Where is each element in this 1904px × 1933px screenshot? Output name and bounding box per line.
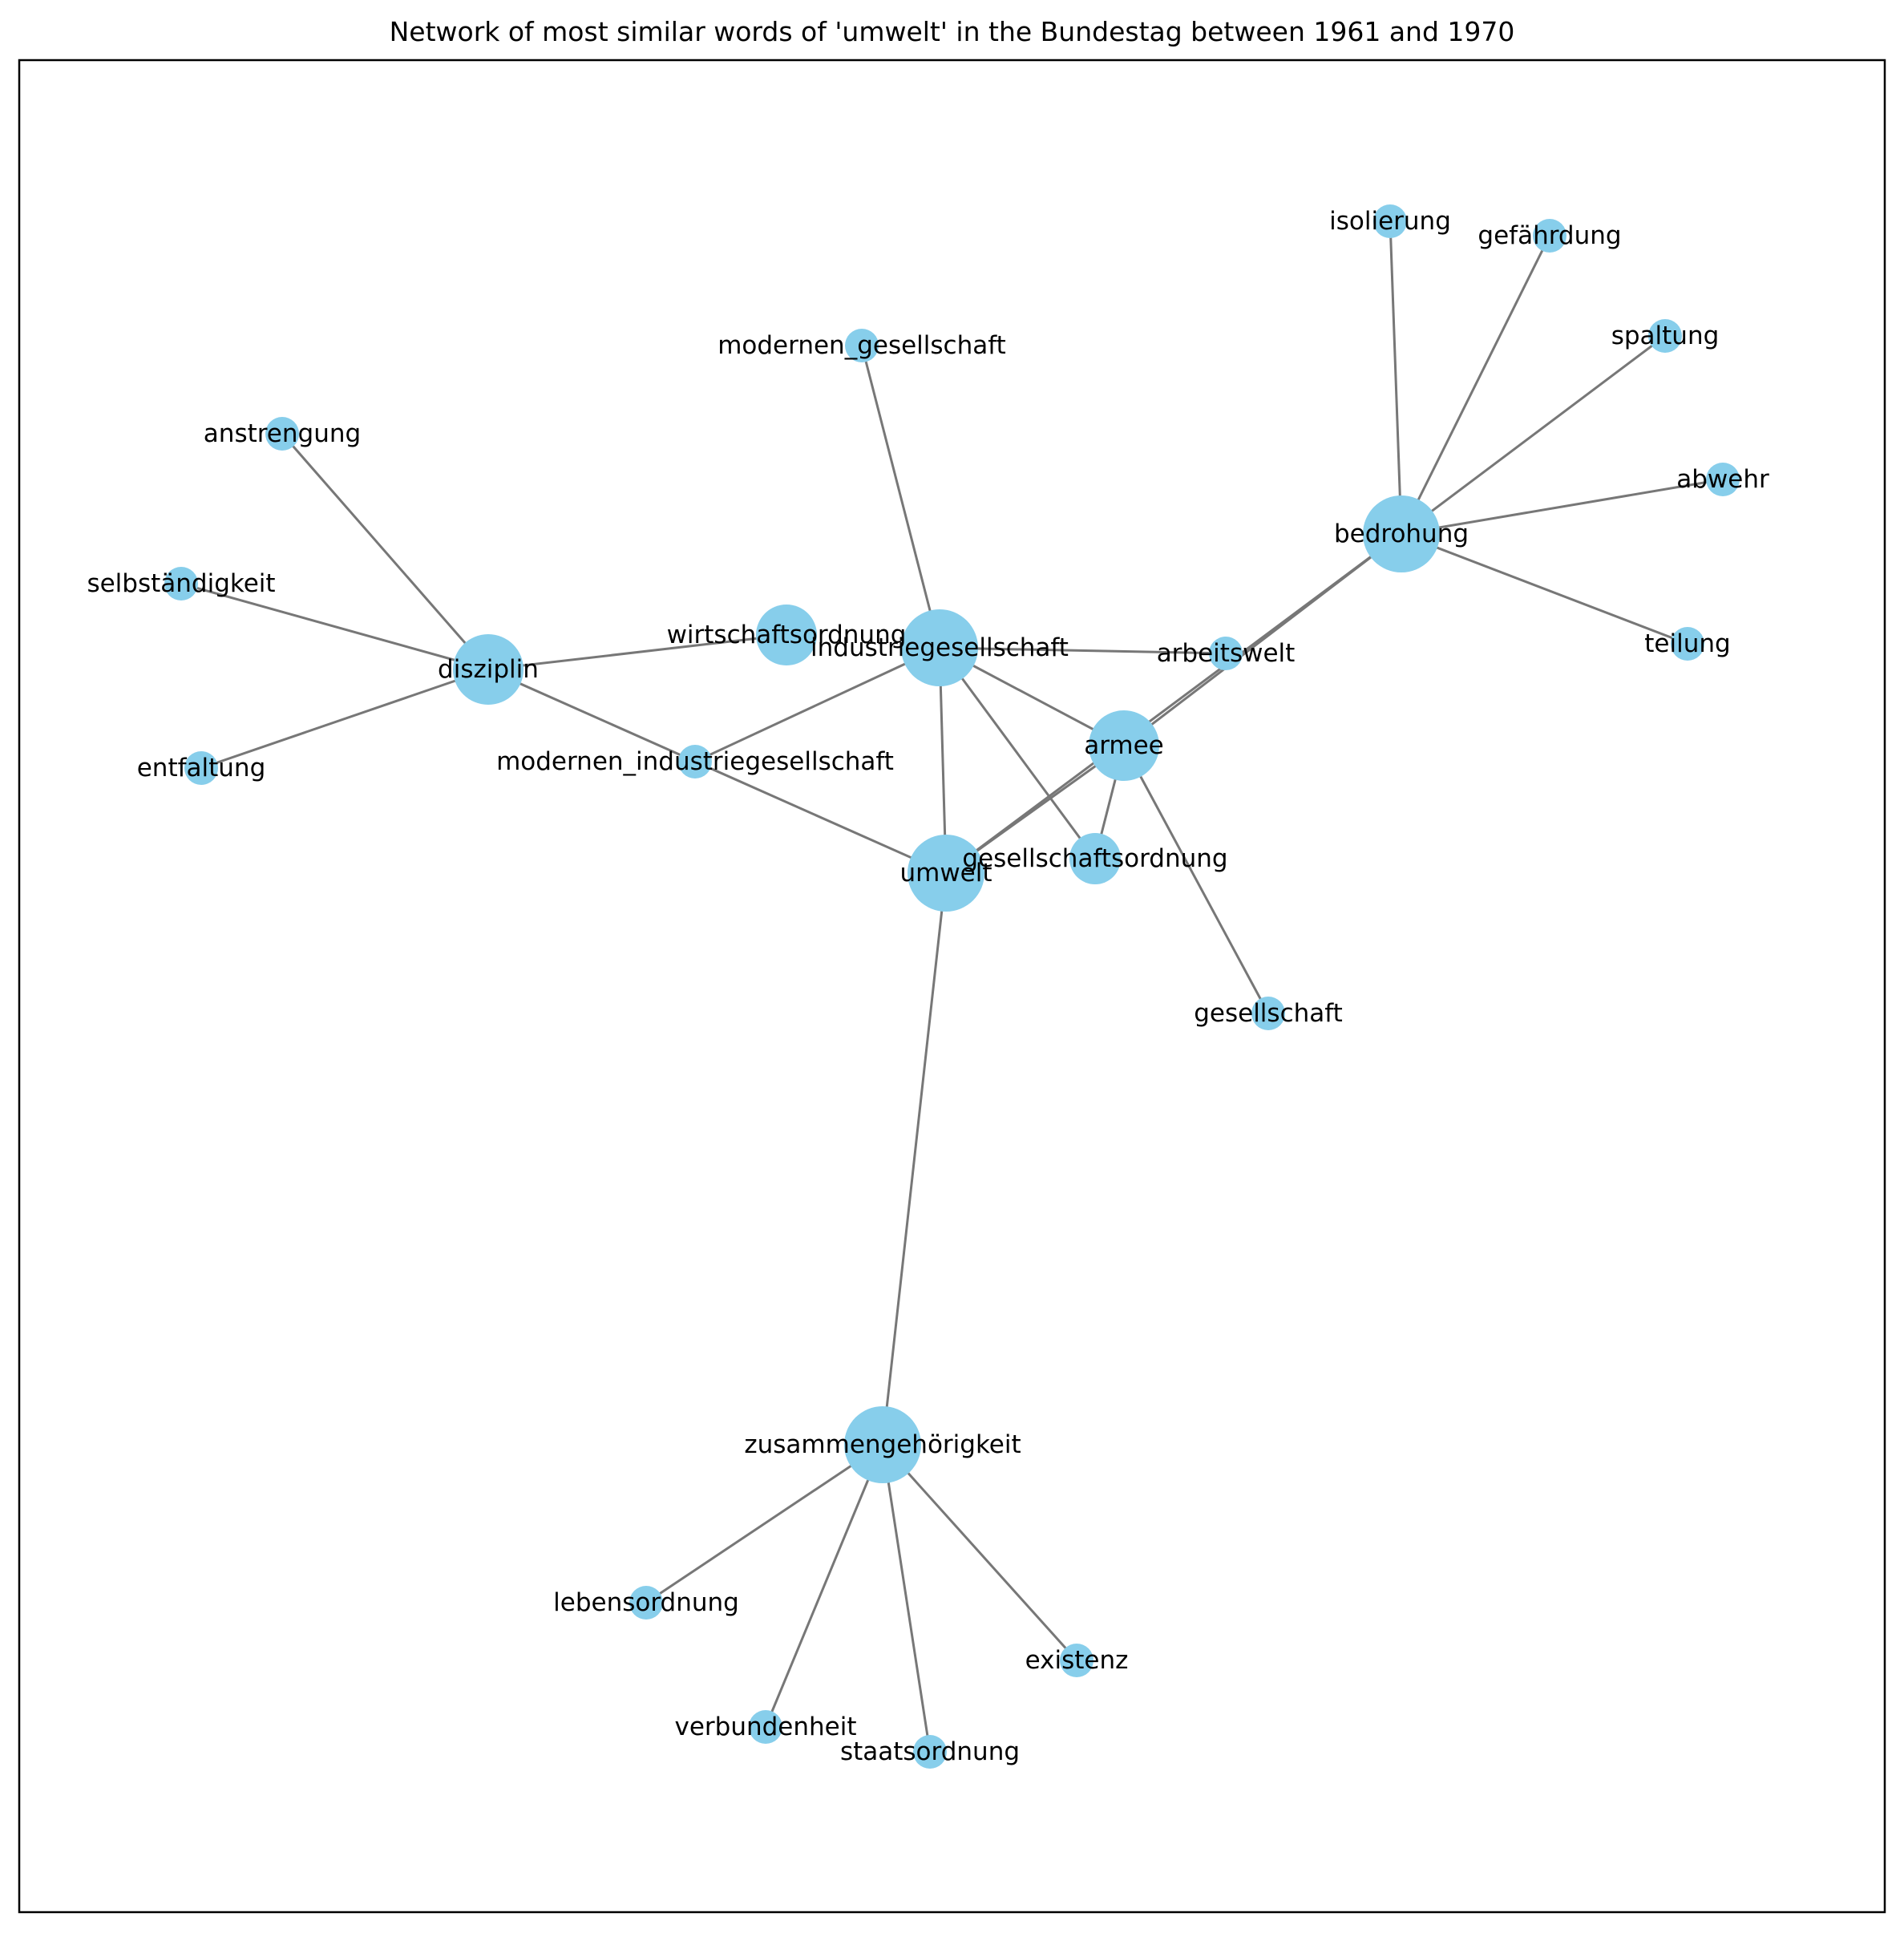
edge-umwelt-disziplin (487, 668, 947, 875)
edge-industriegesellschaft-gesellschaftsordnung (938, 647, 1097, 859)
edge-armee-gesellschaft (1122, 745, 1270, 1014)
edge-disziplin-anstrengung (281, 433, 490, 670)
node-label-arbeitswelt: arbeitswelt (1157, 639, 1296, 668)
node-modernen_industriegesellschaft (678, 745, 712, 778)
node-zusammengehoerigkeit (844, 1406, 921, 1483)
edge-industriegesellschaft-modernen_gesellschaft (860, 345, 941, 649)
node-bedrohung (1363, 495, 1440, 572)
edge-bedrohung-isolierung (1389, 220, 1403, 535)
node-label-lebensordnung: lebensordnung (553, 1588, 739, 1617)
edge-industriegesellschaft-modernen_industriegesellschaft (694, 646, 940, 763)
node-label-industriegesellschaft: industriegesellschaft (811, 633, 1069, 662)
node-gesellschaft (1251, 997, 1285, 1030)
edge-disziplin-selbstaendigkeit (180, 582, 489, 671)
node-arbeitswelt (1209, 637, 1243, 670)
node-isolierung (1373, 204, 1407, 238)
node-label-gesellschaft: gesellschaft (1194, 999, 1343, 1028)
edge-disziplin-wirtschaftsordnung (487, 633, 787, 671)
edge-industriegesellschaft-arbeitswelt (939, 646, 1227, 655)
node-label-gesellschaftsordnung: gesellschaftsordnung (962, 844, 1227, 873)
edge-bedrohung-gefaehrdung (1400, 235, 1551, 535)
node-label-modernen_industriegesellschaft: modernen_industriegesellschaft (496, 747, 894, 776)
nodes-layer (164, 204, 1740, 1769)
edge-zusammengehoerigkeit-verbundenheit (764, 1444, 884, 1728)
node-label-modernen_gesellschaft: modernen_gesellschaft (718, 331, 1006, 360)
edge-armee-bedrohung (1123, 532, 1402, 747)
node-label-zusammengehoerigkeit: zusammengehörigkeit (744, 1430, 1021, 1459)
node-disziplin (453, 634, 523, 705)
node-existenz (1060, 1644, 1093, 1677)
node-spaltung (1648, 319, 1682, 353)
node-label-gefaehrdung: gefährdung (1478, 221, 1621, 250)
node-label-selbstaendigkeit: selbständigkeit (87, 569, 275, 598)
edge-zusammengehoerigkeit-lebensordnung (645, 1443, 883, 1604)
labels-layer: umwelt industriegesellschaft bedrohung zusa… (87, 207, 1769, 1766)
node-modernen_gesellschaft (845, 329, 879, 362)
edges-layer (180, 220, 1724, 1753)
node-industriegesellschaft (901, 609, 978, 686)
edge-bedrohung-teilung (1401, 532, 1688, 645)
node-entfaltung (184, 751, 218, 785)
edge-zusammengehoerigkeit-existenz (881, 1443, 1078, 1662)
node-label-bedrohung: bedrohung (1334, 520, 1469, 548)
node-label-disziplin: disziplin (438, 655, 539, 684)
graph-title: Network of most similar words of 'umwelt… (389, 16, 1515, 47)
node-teilung (1671, 627, 1704, 661)
edge-umwelt-zusammengehoerigkeit (881, 872, 948, 1446)
node-label-wirtschaftsordnung: wirtschaftsordnung (667, 621, 907, 649)
plot-frame (18, 59, 1886, 1914)
node-abwehr (1706, 463, 1740, 496)
node-label-isolierung: isolierung (1329, 207, 1451, 236)
node-anstrengung (265, 417, 299, 451)
edge-bedrohung-spaltung (1401, 334, 1666, 536)
node-selbstaendigkeit (164, 567, 198, 601)
node-label-entfaltung: entfaltung (137, 754, 266, 783)
edge-zusammengehoerigkeit-staatsordnung (881, 1444, 932, 1753)
node-label-existenz: existenz (1025, 1646, 1129, 1675)
node-gesellschaftsordnung (1069, 833, 1121, 884)
node-label-anstrengung: anstrengung (204, 419, 361, 448)
node-wirtschaftsordnung (756, 605, 817, 665)
node-gefaehrdung (1533, 219, 1566, 253)
node-armee (1089, 710, 1159, 781)
edge-disziplin-entfaltung (200, 668, 489, 770)
node-verbundenheit (749, 1710, 782, 1744)
node-label-verbundenheit: verbundenheit (674, 1713, 856, 1741)
node-label-abwehr: abwehr (1676, 465, 1769, 494)
edge-bedrohung-abwehr (1401, 478, 1724, 536)
node-staatsordnung (913, 1735, 947, 1769)
node-label-teilung: teilung (1644, 629, 1730, 658)
node-label-staatsordnung: staatsordnung (840, 1737, 1020, 1766)
node-label-armee: armee (1084, 731, 1164, 760)
node-label-umwelt: umwelt (899, 859, 992, 888)
node-umwelt (908, 835, 984, 912)
node-label-spaltung: spaltung (1611, 321, 1720, 350)
node-lebensordnung (629, 1586, 663, 1620)
